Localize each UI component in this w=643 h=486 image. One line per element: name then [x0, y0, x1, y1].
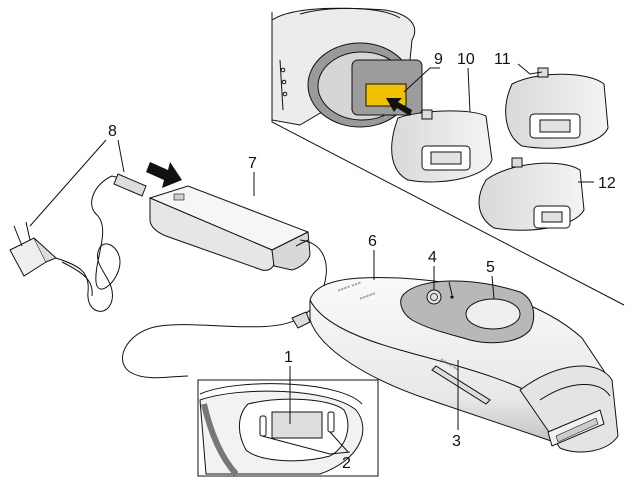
main-button [465, 298, 521, 330]
indicator-light [450, 295, 454, 299]
attachment-10 [391, 109, 493, 183]
lamp-window [365, 83, 407, 107]
label-12: 12 [598, 175, 616, 192]
label-6: 6 [368, 233, 377, 250]
skin-sensor-strip [431, 365, 491, 405]
label-7: 7 [248, 155, 257, 172]
attachments-inset [271, 7, 625, 306]
treatment-window [271, 411, 323, 439]
device-brand-text: ≡≡≡≡≡ [359, 291, 376, 301]
label-4: 4 [428, 249, 437, 266]
attachment-12 [478, 157, 585, 231]
attachment-11 [505, 67, 609, 149]
contact-sensor-right [327, 411, 335, 433]
ipl-device: ≡≡≡≡ ≡≡≡ ≡≡≡≡≡ ≡≡≡≡ ≡≡ [309, 277, 619, 453]
power-button [426, 289, 442, 305]
power-cable [55, 175, 129, 312]
power-supply [9, 162, 327, 379]
label-10: 10 [457, 51, 475, 68]
leader-lines [29, 63, 594, 455]
power-adapter [148, 185, 311, 271]
wall-plug [9, 221, 57, 277]
contact-sensor-left [259, 415, 267, 437]
plug-in-arrow [146, 162, 182, 188]
label-8: 8 [108, 123, 117, 140]
label-1: 1 [284, 349, 293, 366]
label-11: 11 [494, 51, 511, 68]
treatment-head [519, 365, 619, 453]
label-5: 5 [486, 259, 495, 276]
label-2: 2 [342, 455, 351, 472]
window-inset [197, 379, 379, 477]
device-head-closeup [271, 7, 423, 128]
label-9: 9 [434, 51, 443, 68]
callout-labels: 1 2 3 4 5 6 7 8 9 10 11 12 [108, 51, 616, 472]
label-3: 3 [452, 433, 461, 450]
insert-arrow [386, 98, 412, 116]
